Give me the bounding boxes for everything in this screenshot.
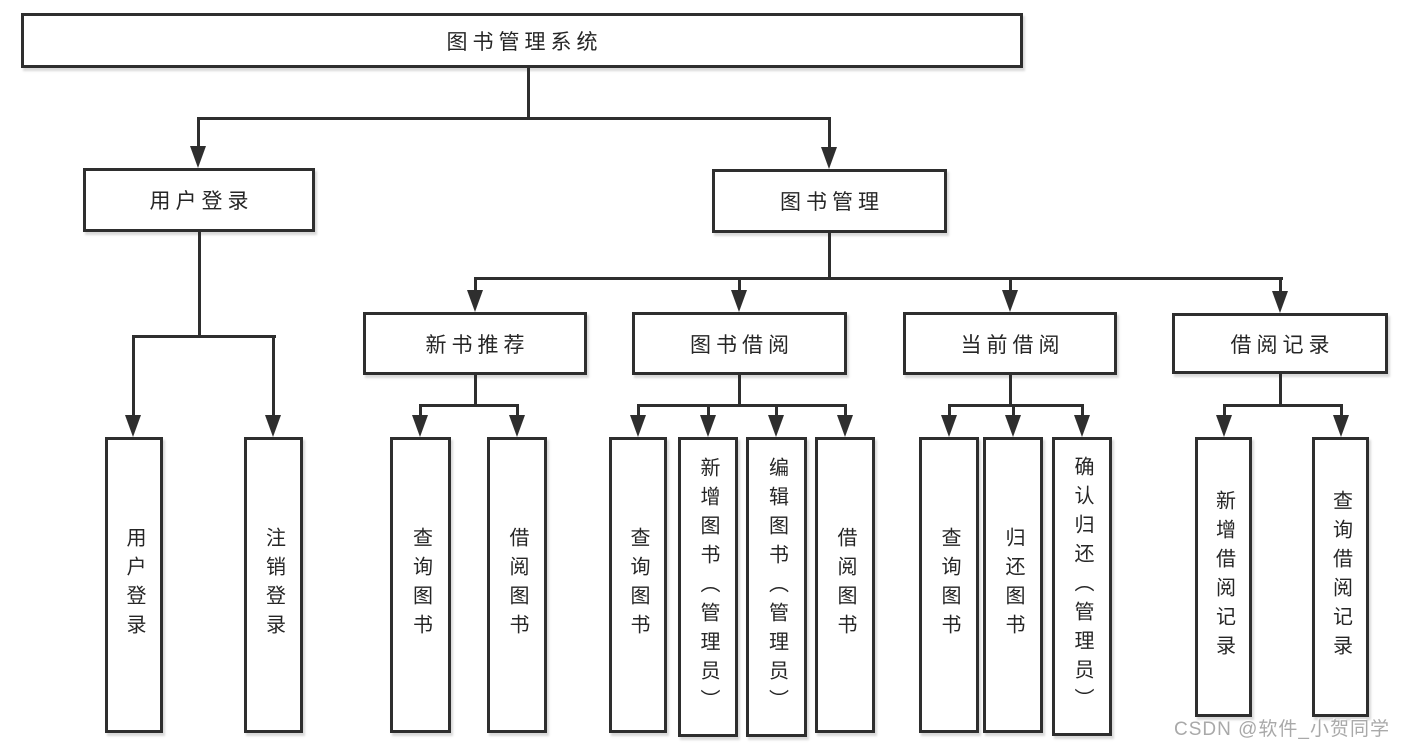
arrow-down — [700, 404, 717, 437]
arrow-down — [1333, 404, 1350, 437]
arrow-down — [837, 404, 854, 437]
arrow-down — [467, 277, 484, 312]
leaf-logout-label: 注销登录 — [262, 527, 285, 643]
arrow-down — [630, 404, 647, 437]
arrow-down — [731, 277, 748, 312]
v-line — [1279, 374, 1282, 404]
leaf-nb-borrow-books-label: 借阅图书 — [506, 527, 528, 643]
watermark: CSDN @软件_小贺同学 — [1174, 719, 1390, 740]
arrow-down — [1272, 277, 1289, 313]
leaf-bw-query-books-label: 查询图书 — [627, 527, 649, 643]
h-line — [637, 404, 847, 407]
h-line — [198, 117, 831, 120]
leaf-cb-return-books-label: 归还图书 — [1002, 527, 1024, 643]
arrow-down — [1002, 277, 1019, 312]
leaf-bw-edit-books-admin-label: 编辑图书（管理员） — [765, 456, 788, 718]
arrow-down — [190, 117, 207, 168]
leaf-nb-borrow-books: 借阅图书 — [487, 437, 547, 733]
v-line — [198, 232, 201, 335]
leaf-cb-query-books-label: 查询图书 — [938, 527, 960, 643]
box-book-management-label: 图书管理 — [780, 191, 884, 214]
leaf-bw-borrow-books-label: 借阅图书 — [834, 527, 856, 643]
arrow-down — [941, 404, 958, 437]
leaf-nb-query-books: 查询图书 — [390, 437, 451, 733]
v-line — [738, 375, 741, 404]
box-current-borrow: 当前借阅 — [903, 312, 1117, 375]
leaf-rec-query-record: 查询借阅记录 — [1312, 437, 1369, 717]
leaf-cb-return-books: 归还图书 — [983, 437, 1043, 733]
leaf-cb-confirm-return-admin: 确认归还（管理员） — [1052, 437, 1112, 736]
leaf-bw-query-books: 查询图书 — [609, 437, 667, 733]
leaf-rec-add-record-label: 新增借阅记录 — [1212, 490, 1235, 664]
leaf-rec-add-record: 新增借阅记录 — [1195, 437, 1252, 717]
arrow-down — [1216, 404, 1233, 437]
h-line — [132, 335, 276, 338]
leaf-cb-confirm-return-admin-label: 确认归还（管理员） — [1071, 456, 1093, 717]
box-user-login-label: 用户登录 — [149, 190, 254, 213]
arrow-down — [509, 404, 526, 437]
box-current-borrow-label: 当前借阅 — [960, 333, 1065, 357]
box-user-login: 用户登录 — [83, 168, 315, 232]
h-line — [474, 277, 1283, 280]
box-book-management: 图书管理 — [712, 169, 947, 233]
arrow-down — [768, 404, 785, 437]
box-new-book-recommend: 新书推荐 — [363, 312, 587, 375]
box-book-borrow: 图书借阅 — [632, 312, 847, 375]
arrow-down — [821, 117, 838, 169]
v-line — [527, 68, 530, 117]
box-borrow-records: 借阅记录 — [1172, 313, 1388, 374]
leaf-nb-query-books-label: 查询图书 — [409, 527, 432, 643]
leaf-user-login: 用户登录 — [105, 437, 163, 733]
v-line — [474, 375, 477, 404]
arrow-down — [1005, 404, 1022, 437]
h-line — [948, 404, 1084, 407]
box-book-borrow-label: 图书借阅 — [690, 333, 794, 357]
box-borrow-records-label: 借阅记录 — [1230, 333, 1335, 357]
arrow-down — [265, 335, 282, 437]
leaf-logout: 注销登录 — [244, 437, 303, 733]
leaf-rec-query-record-label: 查询借阅记录 — [1329, 490, 1352, 664]
arrow-down — [125, 335, 142, 437]
leaf-bw-add-books-admin: 新增图书（管理员） — [678, 437, 738, 737]
leaf-bw-borrow-books: 借阅图书 — [815, 437, 875, 733]
arrow-down — [412, 404, 429, 437]
box-library-management-system: 图书管理系统 — [21, 13, 1023, 68]
arrow-down — [1074, 404, 1091, 437]
v-line — [828, 233, 831, 277]
h-line — [419, 404, 519, 407]
leaf-bw-edit-books-admin: 编辑图书（管理员） — [746, 437, 807, 737]
leaf-user-login-label: 用户登录 — [123, 527, 145, 643]
box-library-management-system-label: 图书管理系统 — [446, 30, 603, 54]
box-new-book-recommend-label: 新书推荐 — [425, 333, 530, 357]
v-line — [1009, 375, 1012, 404]
leaf-bw-add-books-admin-label: 新增图书（管理员） — [697, 456, 719, 718]
leaf-cb-query-books: 查询图书 — [919, 437, 979, 733]
h-line — [1223, 404, 1343, 407]
